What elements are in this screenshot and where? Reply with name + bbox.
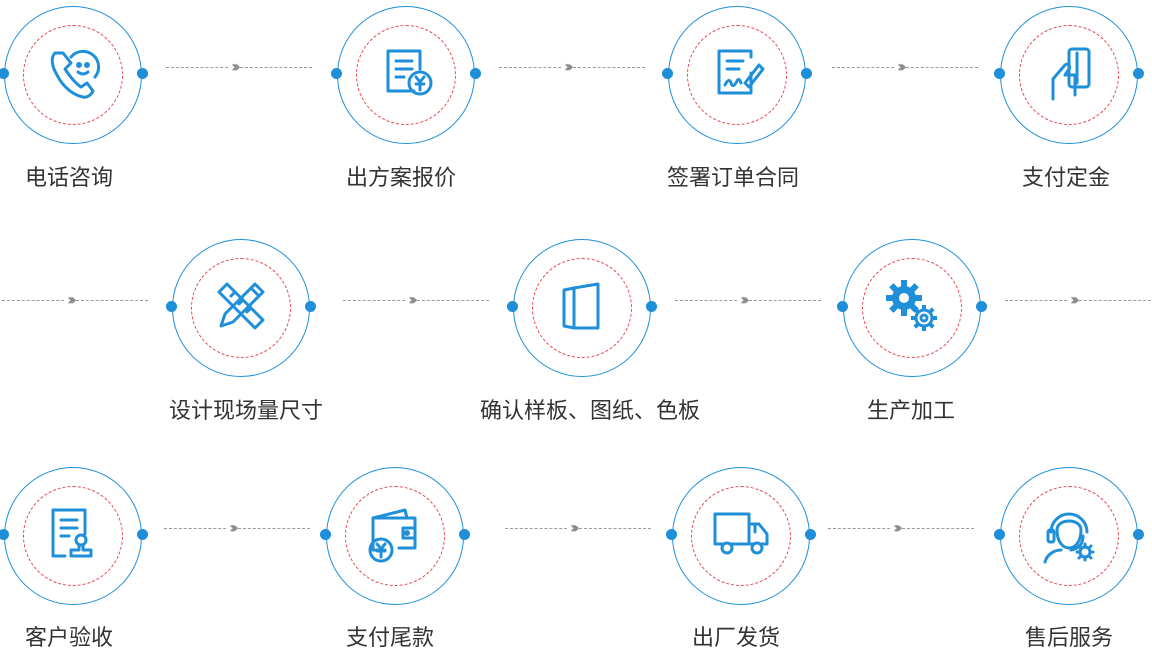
chevron-right-icon: ›››: [226, 519, 239, 537]
flow-connector: ›››: [505, 519, 651, 537]
chevron-right-icon: ›››: [1067, 291, 1080, 309]
quote-document-icon: [386, 49, 433, 96]
step-label: 售后服务: [1025, 626, 1114, 651]
flow-connector: ›››: [1005, 291, 1151, 309]
flow-connector: ›››: [164, 519, 310, 537]
step-label: 支付尾款: [346, 626, 435, 651]
flow-connector: ›››: [343, 291, 489, 309]
step-acceptance: [0, 461, 148, 611]
stamp-document-icon: [51, 508, 93, 558]
flow-connector: ›››: [166, 58, 312, 76]
chevron-right-icon: ›››: [894, 58, 907, 76]
step-measure: [166, 233, 316, 383]
flow-connector: ›››: [832, 58, 978, 76]
step-label: 签署订单合同: [667, 166, 800, 191]
flow-connector: ›››: [499, 58, 645, 76]
chevron-right-icon: ›››: [567, 519, 580, 537]
chevron-right-icon: ›››: [64, 291, 77, 309]
step-confirm-samples: [507, 233, 657, 383]
step-label: 支付定金: [1022, 166, 1111, 191]
flow-connector: ›››: [828, 519, 974, 537]
gears-icon: [886, 280, 937, 331]
chevron-right-icon: ›››: [228, 58, 241, 76]
step-label: 出厂发货: [692, 626, 781, 651]
step-label: 电话咨询: [25, 166, 114, 191]
wallet-icon: [368, 508, 417, 563]
step-quote: [331, 0, 481, 150]
phone-icon: [50, 49, 101, 99]
chevron-right-icon: ›››: [737, 291, 750, 309]
step-label: 出方案报价: [346, 166, 457, 191]
chevron-right-icon: ›››: [405, 291, 418, 309]
step-shipping: [666, 461, 816, 611]
step-sign-contract: [662, 0, 812, 150]
chevron-right-icon: ›››: [561, 58, 574, 76]
flow-connector: ›››: [675, 291, 821, 309]
step-label: 生产加工: [867, 399, 956, 424]
sample-board-icon: [562, 282, 600, 330]
customer-service-icon: [1043, 512, 1095, 564]
step-final-payment: [320, 461, 470, 611]
step-label: 确认样板、图纸、色板: [480, 399, 701, 424]
flow-connector: ›››: [2, 291, 148, 309]
step-label: 客户验收: [25, 626, 114, 651]
step-production: [837, 233, 987, 383]
payment-card-icon: [1051, 47, 1091, 101]
step-phone-consult: [0, 0, 148, 150]
sign-contract-icon: [717, 49, 765, 95]
step-deposit: [994, 0, 1144, 150]
truck-icon: [713, 512, 769, 555]
ruler-pencil-icon: [217, 282, 265, 330]
step-label: 设计现场量尺寸: [169, 399, 324, 424]
step-after-sales: [994, 461, 1144, 611]
chevron-right-icon: ›››: [890, 519, 903, 537]
